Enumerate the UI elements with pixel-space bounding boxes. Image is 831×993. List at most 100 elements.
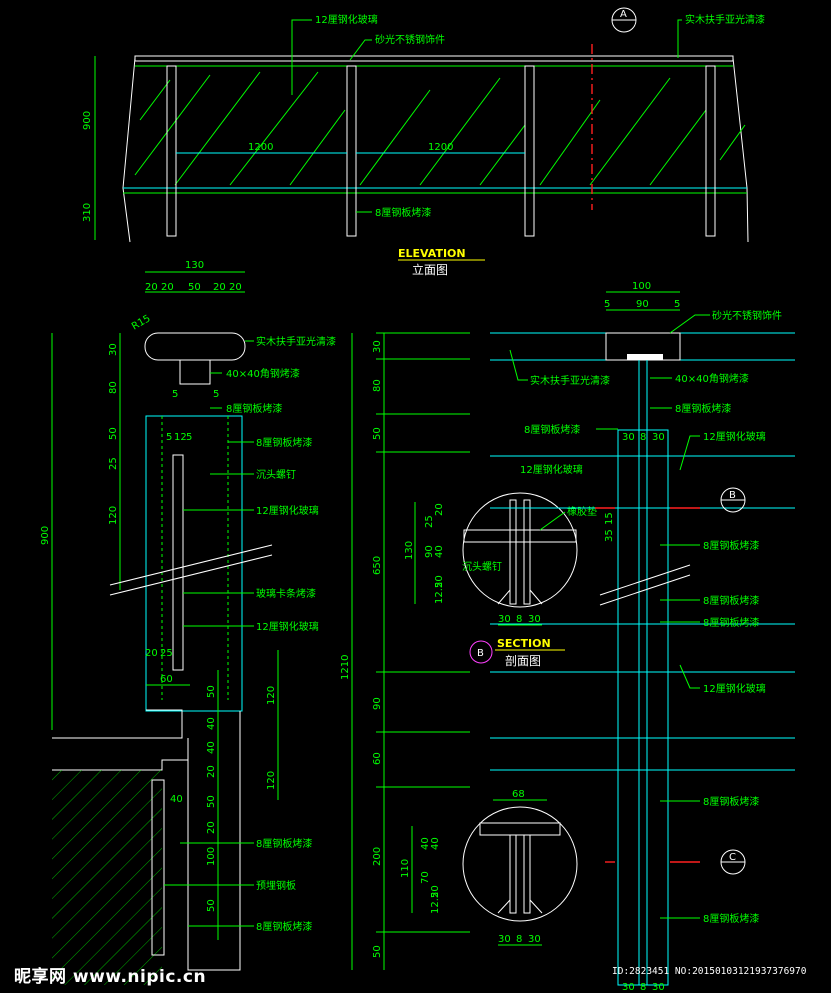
elevation-dim-1200-b: 1200	[428, 142, 453, 153]
dl-label-steel2: 8厘钢板烤漆	[256, 436, 312, 449]
dm-ticks	[376, 332, 470, 933]
dr-leader-fitting	[669, 314, 710, 334]
dr-bot-b: 8	[640, 982, 646, 993]
elevation-post-1	[166, 65, 177, 237]
dr-callout-b-label: B	[729, 490, 736, 501]
sb-plate-r	[523, 499, 531, 605]
dl-s20a: 20	[145, 648, 158, 659]
dl-s12: 12	[174, 432, 187, 443]
dl-dim-900: 900	[40, 526, 51, 545]
dl-label-glass2: 12厘钢化玻璃	[256, 620, 319, 633]
dl-s5b: 5	[213, 389, 219, 400]
label-elev-fitting: 砂光不锈钢饰件	[375, 33, 445, 46]
dr-mid-b: 8	[640, 432, 646, 443]
detail-left: 130 20 20 50 20 20 R15 5 5 900 30 80 50 …	[40, 260, 336, 985]
sb-d20b: 20	[434, 575, 445, 588]
dl-d40a: 40	[206, 717, 217, 730]
dl-label-steel1: 8厘钢板烤漆	[226, 402, 282, 415]
dl-label-steel4: 8厘钢板烤漆	[256, 920, 312, 933]
dr-d90: 90	[636, 299, 649, 310]
dl-d50a: 50	[206, 685, 217, 698]
dl-label-screw: 沉头螺钉	[256, 468, 296, 481]
sb-glass	[463, 529, 577, 543]
dl-d120a: 120	[266, 686, 277, 705]
elevation-title-cn: 立面图	[412, 262, 448, 277]
elevation-dim-310: 310	[82, 203, 93, 222]
dl-dim-20c: 20	[213, 282, 226, 293]
sb-callout-label: B	[477, 648, 484, 659]
dr-label-glass1: 12厘钢化玻璃	[703, 430, 766, 443]
dl-s5d: 5	[186, 432, 192, 443]
dr-d5b: 5	[674, 299, 680, 310]
elevation-glass-hatch	[134, 71, 746, 186]
elevation-dim-1200-a: 1200	[248, 142, 273, 153]
dl-r15: R15	[130, 313, 153, 332]
dr-callout-c-label: C	[729, 852, 736, 863]
dl-d50b: 50	[206, 795, 217, 808]
dl-label-handrail: 实木扶手亚光清漆	[256, 335, 336, 348]
dr-label-angle: 40×40角钢烤漆	[675, 372, 749, 385]
dr-break-1	[599, 564, 691, 596]
sb-d90: 90	[424, 545, 435, 558]
section-c: 68 110 40 70 40 20 12.5 30 8 30	[400, 789, 578, 946]
dl-d120b: 120	[266, 771, 277, 790]
sb-d35: 35	[604, 529, 615, 542]
dm-d30: 30	[372, 340, 383, 353]
leader-elev-handrail	[677, 19, 682, 58]
sb-label-rubber: 橡胶垫	[567, 505, 597, 518]
dr-label-handrail: 实木扶手亚光清漆	[530, 374, 610, 387]
sb-d40: 40	[434, 545, 445, 558]
dl-label-steel3: 8厘钢板烤漆	[256, 837, 312, 850]
dr-mid-a: 30	[622, 432, 635, 443]
sb-b30a: 30	[498, 614, 511, 625]
dm-d50: 50	[372, 427, 383, 440]
sc-b30b: 30	[528, 934, 541, 945]
sc-b30a: 30	[498, 934, 511, 945]
dl-dim-20a: 20	[145, 282, 158, 293]
dr-label-steel1: 8厘钢板烤漆	[675, 402, 731, 415]
sb-circle	[462, 492, 578, 608]
dl-label-angle: 40×40角钢烤漆	[226, 367, 300, 380]
sc-d40b: 40	[430, 837, 441, 850]
dl-slab-step	[52, 738, 189, 771]
dr-label-steel6: 8厘钢板烤漆	[703, 795, 759, 808]
dr-d5a: 5	[604, 299, 610, 310]
dr-mid-c: 30	[652, 432, 665, 443]
dl-break-1	[109, 544, 273, 586]
sc-d40a: 40	[420, 837, 431, 850]
sc-circle	[462, 806, 578, 922]
sb-d125: 12.5	[434, 582, 445, 604]
sb-label-glass: 12厘钢化玻璃	[520, 463, 583, 476]
dl-d100: 100	[206, 847, 217, 866]
dl-dim-120: 120	[108, 506, 119, 525]
dl-d20: 20	[206, 765, 217, 778]
sb-leader-rubber	[539, 511, 566, 531]
dl-angle-steel	[179, 359, 211, 385]
dl-break-2	[109, 554, 273, 596]
dr-label-glass2: 12厘钢化玻璃	[703, 682, 766, 695]
dm-d1210: 1210	[340, 655, 351, 680]
callout-a-label: A	[620, 9, 627, 20]
dl-label-clip: 玻璃卡条烤漆	[256, 587, 316, 600]
dl-d40b: 40	[206, 741, 217, 754]
dr-label-steel5: 8厘钢板烤漆	[703, 616, 759, 629]
dr-leader-glass1	[679, 435, 700, 471]
watermark-site: 昵享网 www.nipic.cn	[14, 967, 207, 987]
sb-d20: 20	[434, 503, 445, 516]
sb-flange-l	[497, 589, 511, 605]
watermark-id: ID:2823451 NO:20150103121937376970	[612, 966, 807, 977]
sc-flange-r	[529, 899, 543, 914]
sc-flange-l	[497, 899, 511, 914]
elevation-post-3	[524, 65, 535, 237]
elevation-left-edge	[122, 57, 136, 243]
dl-s5c: 5	[166, 432, 172, 443]
sc-cap	[479, 822, 561, 836]
dm-d650: 650	[372, 556, 383, 575]
dl-wood-handrail	[144, 332, 246, 361]
sc-plate-l	[509, 834, 517, 914]
dm-d60: 60	[372, 752, 383, 765]
dl-concrete-hatch	[52, 770, 162, 985]
dr-leader-handrail	[509, 349, 528, 381]
dl-dim-30: 30	[108, 343, 119, 356]
dl-dim-50: 50	[108, 427, 119, 440]
